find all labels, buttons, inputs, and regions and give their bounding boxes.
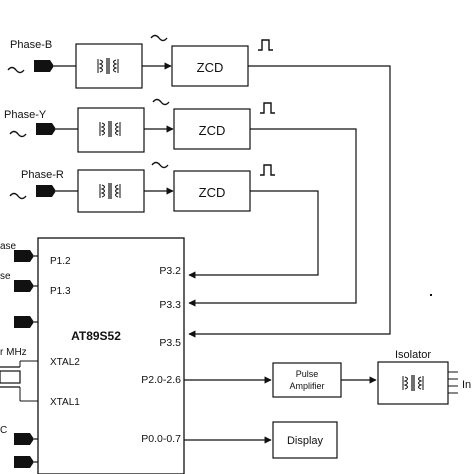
ac-source-icon — [7, 66, 25, 74]
isolator-output-label: In — [462, 379, 471, 391]
zcd-label-y: ZCD — [199, 123, 226, 138]
plug-icon — [14, 280, 34, 292]
left-inputs: ase se r MHz C — [0, 241, 38, 468]
pin-p3-3: P3.3 — [159, 299, 181, 311]
phase-y-label: Phase-Y — [4, 109, 47, 121]
pin-p3-5: P3.5 — [159, 337, 181, 349]
pulse-amplifier-line1: Pulse — [296, 369, 319, 379]
ac-tilde-icon — [151, 161, 169, 169]
ac-source-icon — [9, 192, 27, 200]
plug-icon — [14, 456, 34, 468]
pulse-icon — [259, 164, 276, 176]
stray-dot — [430, 294, 432, 296]
zcd-box-b — [171, 45, 249, 87]
ac-tilde-icon — [152, 98, 170, 106]
left-label-2: se — [0, 271, 11, 282]
pin-p1-2: P1.2 — [50, 256, 71, 267]
plug-icon — [36, 185, 56, 197]
plug-icon — [14, 316, 34, 328]
isolator-title: Isolator — [395, 349, 431, 361]
pin-xtal1: XTAL1 — [50, 397, 80, 408]
zcd-box-y — [173, 108, 251, 150]
ac-tilde-icon — [150, 34, 168, 42]
pulse-amplifier-line2: Amplifier — [289, 381, 324, 391]
phase-b-row: Phase-B ZCD — [7, 34, 391, 338]
transformer-box-y — [77, 107, 145, 153]
crystal-icon — [0, 366, 21, 388]
zcd-label-r: ZCD — [199, 185, 226, 200]
pulse-icon — [257, 39, 274, 51]
plug-icon — [14, 433, 34, 445]
output-chain: Pulse Amplifier Isolator In Display — [184, 349, 471, 459]
phase-r-label: Phase-R — [21, 169, 64, 181]
mcu-name: AT89S52 — [71, 329, 121, 343]
crystal-label: r MHz — [0, 347, 27, 358]
phase-r-row: Phase-R ZCD — [9, 161, 319, 279]
pulse-icon — [259, 102, 276, 114]
phase-y-row: Phase-Y ZCD — [4, 98, 357, 307]
pin-p3-2: P3.2 — [159, 265, 181, 277]
isolator-box — [377, 361, 449, 405]
pin-p0: P0.0-0.7 — [141, 433, 181, 445]
pin-xtal2: XTAL2 — [50, 357, 80, 368]
plug-icon — [36, 123, 56, 135]
zcd-box-r — [173, 170, 251, 212]
left-label-1: ase — [0, 241, 17, 252]
plug-icon — [34, 60, 54, 72]
display-label: Display — [287, 435, 324, 447]
pin-p2: P2.0-2.6 — [141, 374, 181, 386]
phase-b-label: Phase-B — [10, 39, 52, 51]
mcu-block: AT89S52 P1.2 P1.3 XTAL2 XTAL1 P3.2 P3.3 … — [37, 237, 185, 474]
pin-p1-3: P1.3 — [50, 286, 71, 297]
display-box — [272, 421, 338, 459]
mcu-box — [37, 237, 185, 474]
zcd-label-b: ZCD — [197, 60, 224, 75]
ac-source-icon — [9, 130, 27, 138]
plug-icon — [14, 250, 34, 262]
left-label-4: C — [0, 425, 7, 436]
transformer-box-r — [77, 169, 145, 213]
